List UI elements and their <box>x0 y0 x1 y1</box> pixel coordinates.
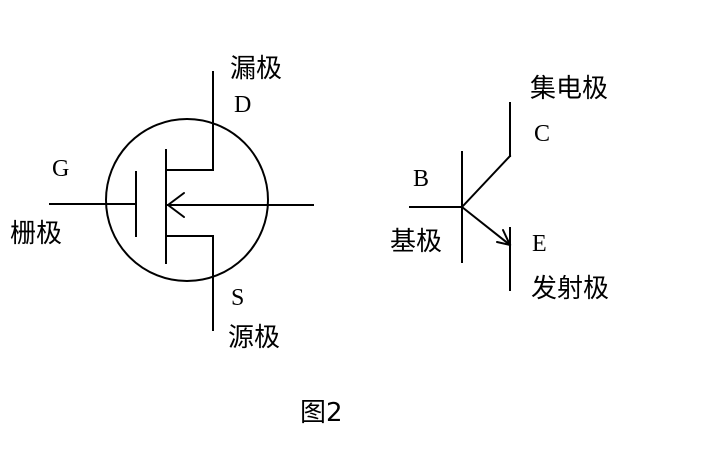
emitter-letter: E <box>532 231 547 257</box>
bjt-collector-diagonal <box>460 154 512 209</box>
mosfet-substrate-arrow <box>167 192 185 218</box>
source-letter: S <box>231 285 245 311</box>
collector-label: 集电极 <box>530 74 609 104</box>
base-label: 基极 <box>390 227 443 257</box>
mosfet-envelope-circle <box>105 118 269 282</box>
source-label: 源极 <box>228 323 281 353</box>
collector-letter: C <box>534 121 551 147</box>
bjt-emitter-diagonal <box>460 205 512 247</box>
drain-letter: D <box>234 92 252 118</box>
base-letter: B <box>413 166 430 192</box>
drain-label: 漏极 <box>230 54 283 84</box>
mosfet-symbol <box>49 71 314 331</box>
bjt-emitter-arrow <box>496 229 511 246</box>
gate-letter: G <box>52 156 70 182</box>
emitter-label: 发射极 <box>531 274 610 304</box>
bjt-symbol <box>409 102 512 291</box>
gate-label: 栅极 <box>10 219 63 249</box>
figure-caption: 图2 <box>300 398 343 428</box>
